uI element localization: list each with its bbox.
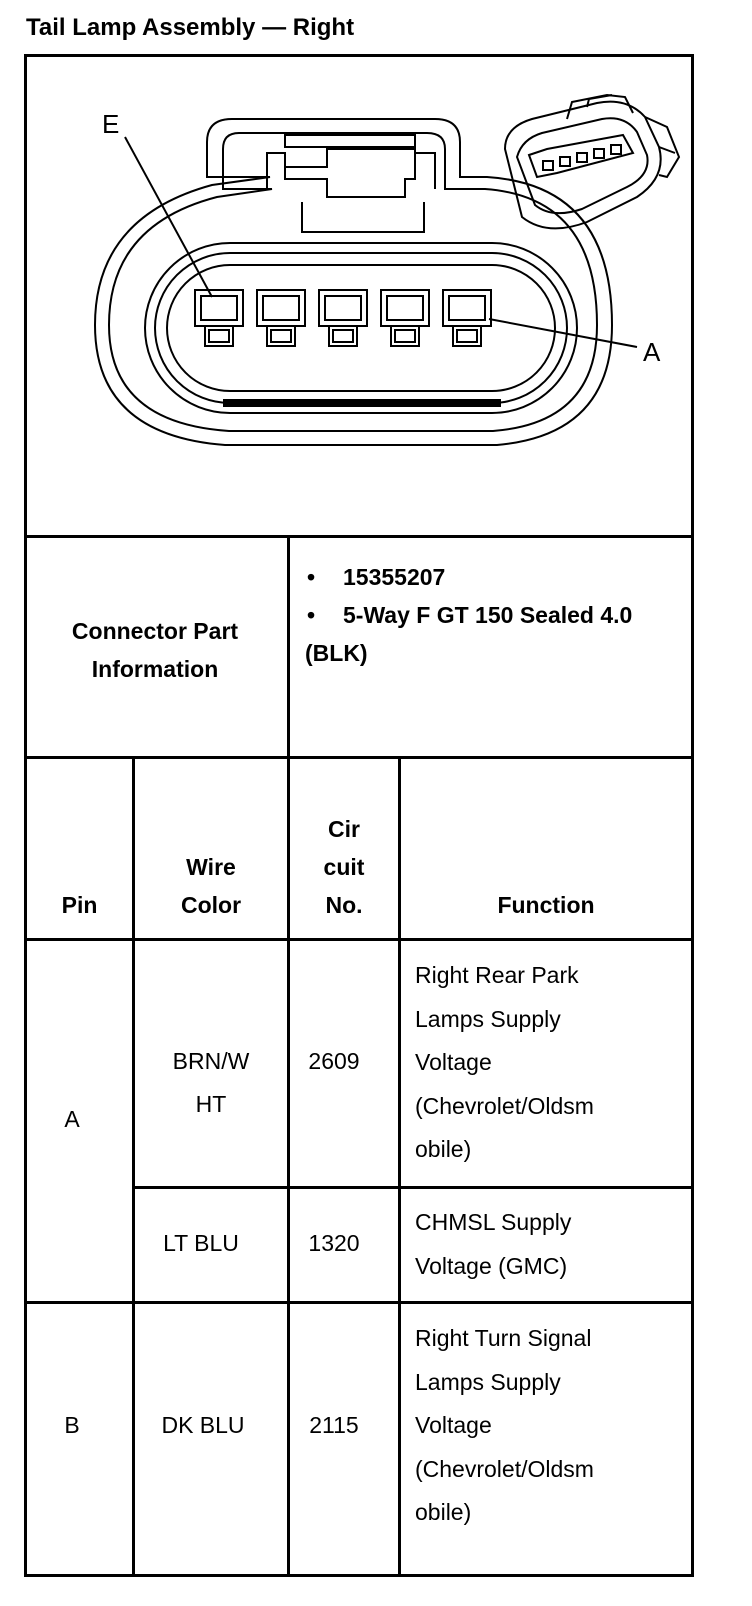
pin-label-a: A (643, 337, 661, 367)
header-function: Function (497, 892, 595, 918)
circuit-cell: 2115 (309, 1412, 359, 1438)
terminal-cavities (194, 289, 492, 347)
function-cell: Right Rear Park Lamps Supply Voltage (Ch… (415, 962, 594, 1162)
pin-label-e: E (102, 109, 119, 139)
function-cell: Right Turn Signal Lamps Supply Voltage (… (415, 1325, 594, 1525)
rule-row-a-split (132, 1186, 694, 1189)
header-wire-color: Wire Color (180, 854, 242, 918)
pin-cell: A (64, 1106, 80, 1132)
wire-color-cell: BRN/W HT (172, 1048, 250, 1117)
header-pin: Pin (61, 892, 98, 918)
header-circuit-no: Cir cuit No. (323, 816, 365, 918)
connector-info-label: Connector Part Information (71, 618, 239, 682)
connector-thumbnail-icon (503, 93, 681, 230)
wire-color-cell: LT BLU (163, 1230, 239, 1256)
wire-color-cell: DK BLU (161, 1412, 245, 1438)
connector-table-frame (24, 54, 694, 1577)
rule-info-divider (287, 535, 290, 759)
connector-diagram: E A (93, 93, 681, 446)
function-cell: CHMSL Supply Voltage (GMC) (415, 1209, 572, 1279)
rule-col-wire (287, 756, 290, 1577)
connector-info-list: •15355207 •5-Way F GT 150 Sealed 4.0 (BL… (305, 558, 675, 672)
rule-col-pin (132, 756, 135, 1577)
circuit-cell: 2609 (308, 1048, 360, 1074)
rule-diagram-bottom (24, 535, 694, 538)
connector-info-item: •15355207 (307, 564, 446, 590)
rule-header-bottom (24, 938, 694, 941)
pin-cell: B (64, 1412, 80, 1438)
page-title: Tail Lamp Assembly — Right (26, 14, 355, 41)
rule-col-circuit (398, 756, 401, 1577)
rule-row-a-bottom (24, 1301, 694, 1304)
connector-info-item: •5-Way F GT 150 Sealed 4.0 (BLK) (305, 602, 633, 666)
circuit-cell: 1320 (308, 1230, 360, 1256)
rule-info-bottom (24, 756, 694, 759)
